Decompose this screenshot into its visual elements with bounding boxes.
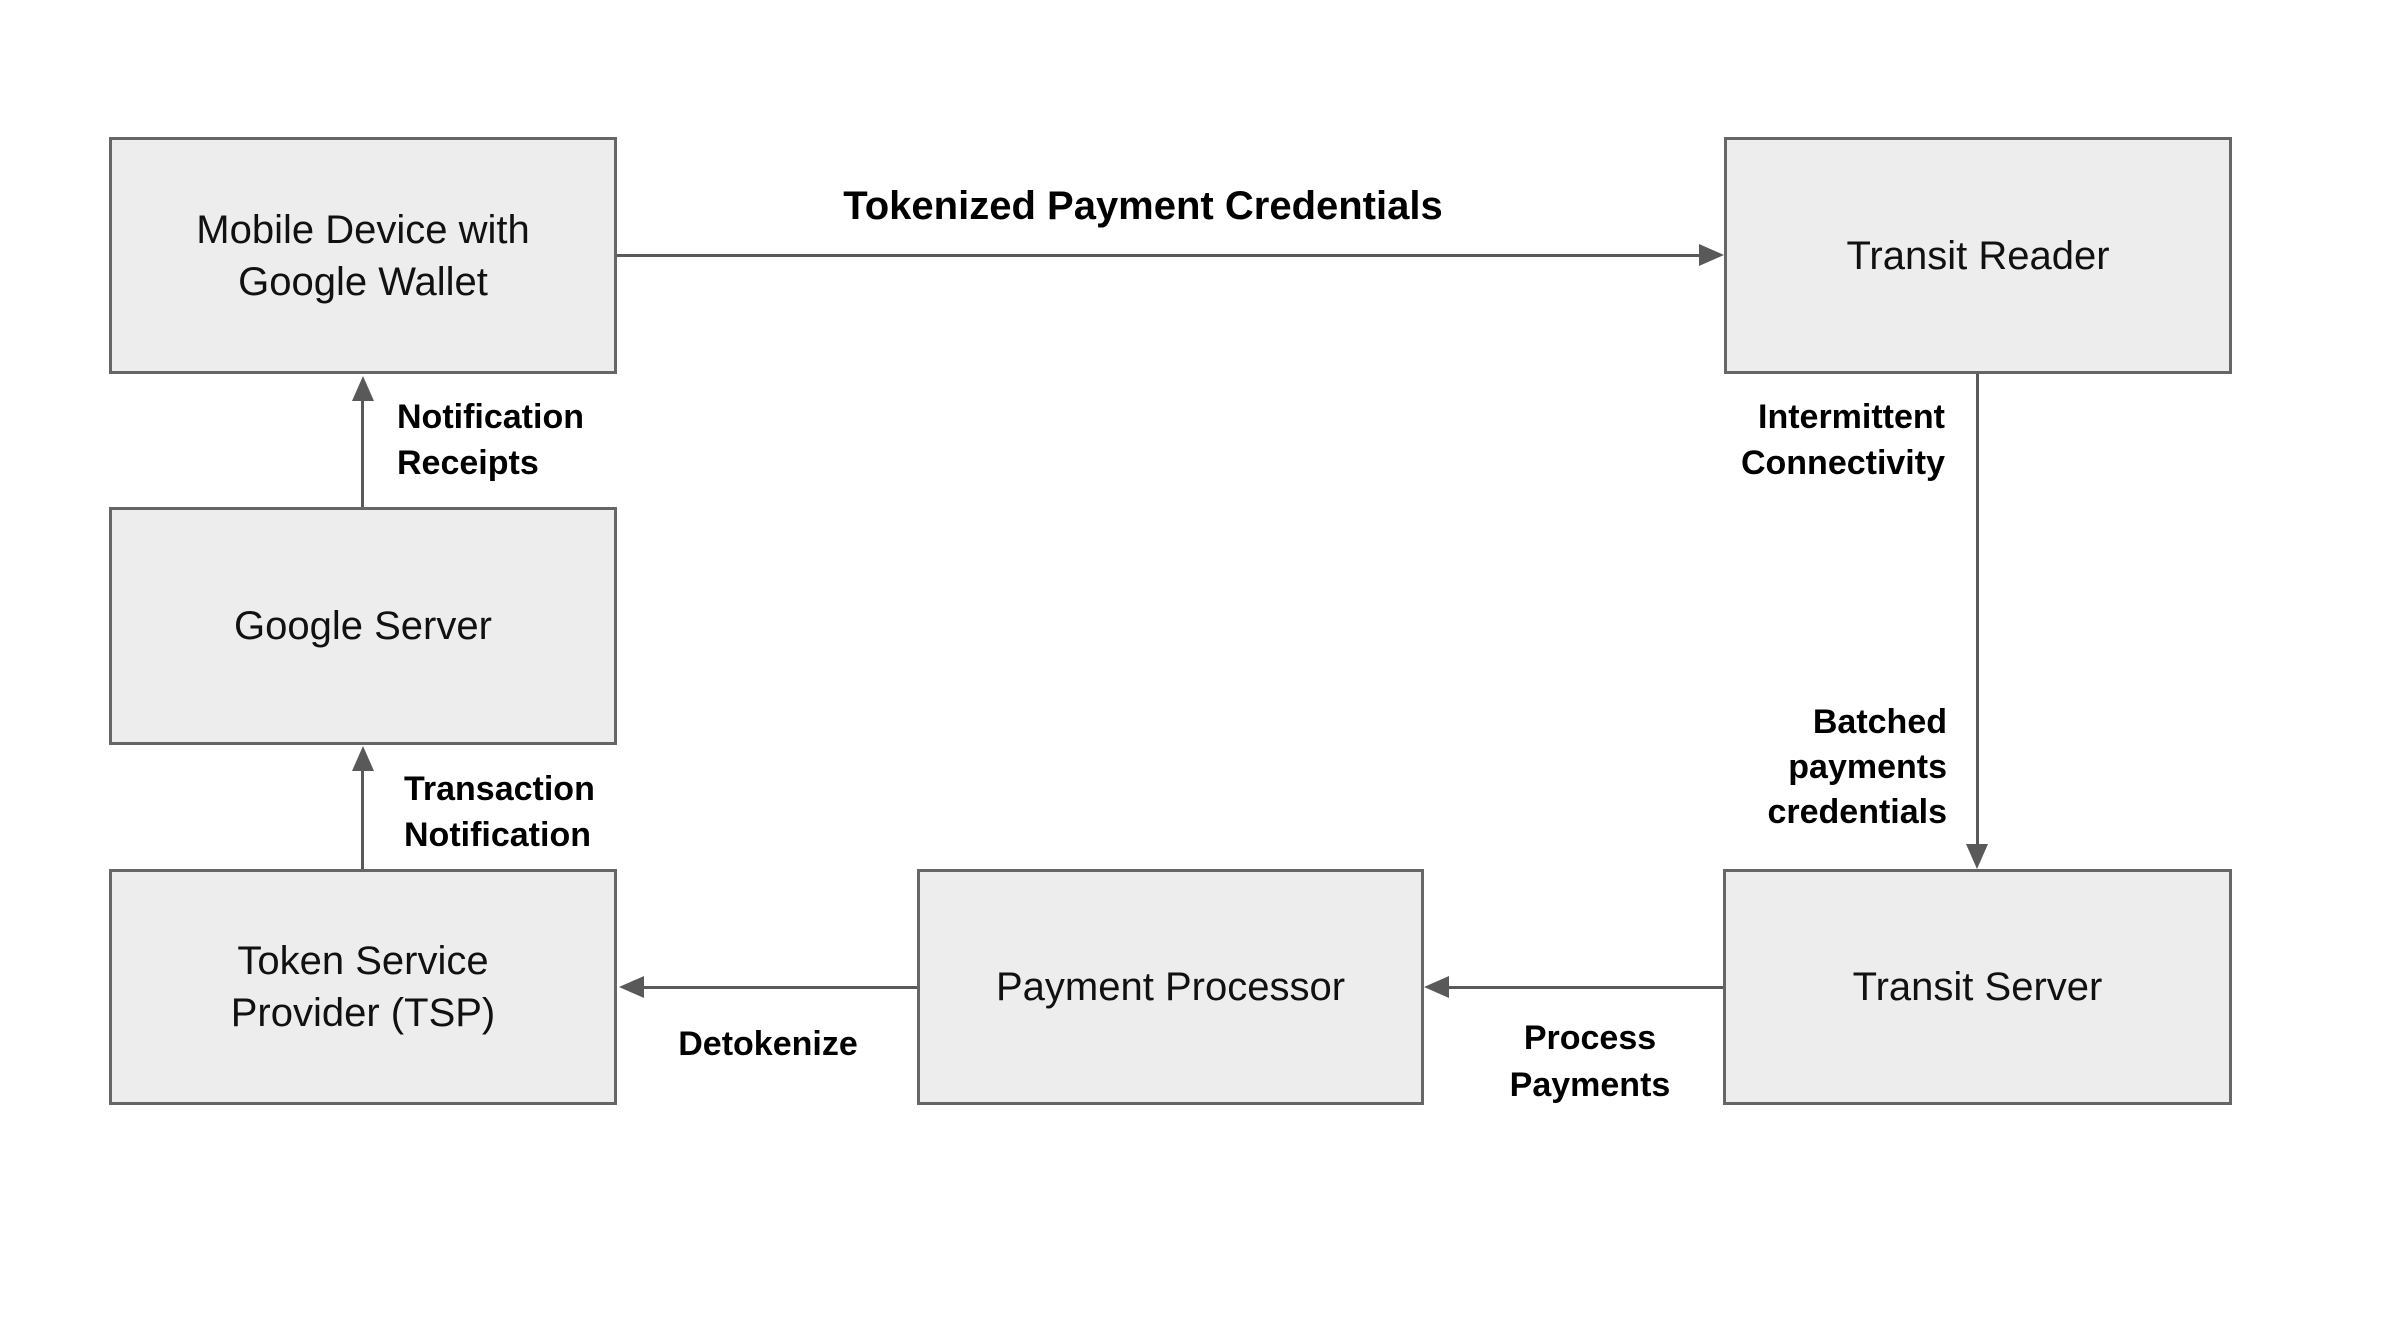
node-token-service-provider-label: Token Service Provider (TSP) — [230, 939, 496, 1035]
arrow-transit-server-to-payment-processor — [1449, 986, 1723, 989]
node-mobile-device-label: Mobile Device with Google Wallet — [196, 207, 530, 304]
arrow-reader-to-transit-server — [1976, 374, 1979, 845]
arrowhead-right — [1699, 244, 1724, 266]
node-google-server-label: Google Server — [234, 604, 492, 648]
arrow-tsp-to-google-server — [361, 771, 364, 869]
node-mobile-device-google-wallet: Mobile Device with Google Wallet — [109, 137, 617, 374]
edge-label-transaction-notification: Transaction Notification — [404, 770, 595, 854]
edge-label-detokenize: Detokenize — [678, 1025, 858, 1063]
arrow-google-server-to-mobile — [361, 401, 364, 507]
arrow-payment-processor-to-tsp — [644, 986, 917, 989]
arrowhead-left — [1424, 976, 1449, 998]
node-transit-server: Transit Server — [1723, 869, 2232, 1105]
arrow-mobile-to-reader — [617, 254, 1702, 257]
edge-label-tokenized-payment-credentials: Tokenized Payment Credentials — [843, 184, 1443, 228]
edge-label-batched-payments-credentials: Batched payments credentials — [1767, 703, 1947, 831]
edge-label-notification-receipts: Notification Receipts — [397, 398, 584, 482]
node-token-service-provider: Token Service Provider (TSP) — [109, 869, 617, 1105]
node-transit-reader-label: Transit Reader — [1846, 233, 2110, 278]
edge-label-intermittent-connectivity: Intermittent Connectivity — [1740, 398, 1945, 482]
arrowhead-left — [619, 976, 644, 998]
arrowhead-up — [352, 376, 374, 401]
node-payment-processor-label: Payment Processor — [995, 965, 1346, 1009]
edge-label-process-payments: Process Payments — [1509, 1019, 1671, 1104]
node-transit-server-label: Transit Server — [1852, 965, 2103, 1009]
node-transit-reader: Transit Reader — [1724, 137, 2232, 374]
arrowhead-down — [1966, 844, 1988, 869]
node-payment-processor: Payment Processor — [917, 869, 1424, 1105]
arrowhead-up — [352, 746, 374, 771]
node-google-server: Google Server — [109, 507, 617, 745]
